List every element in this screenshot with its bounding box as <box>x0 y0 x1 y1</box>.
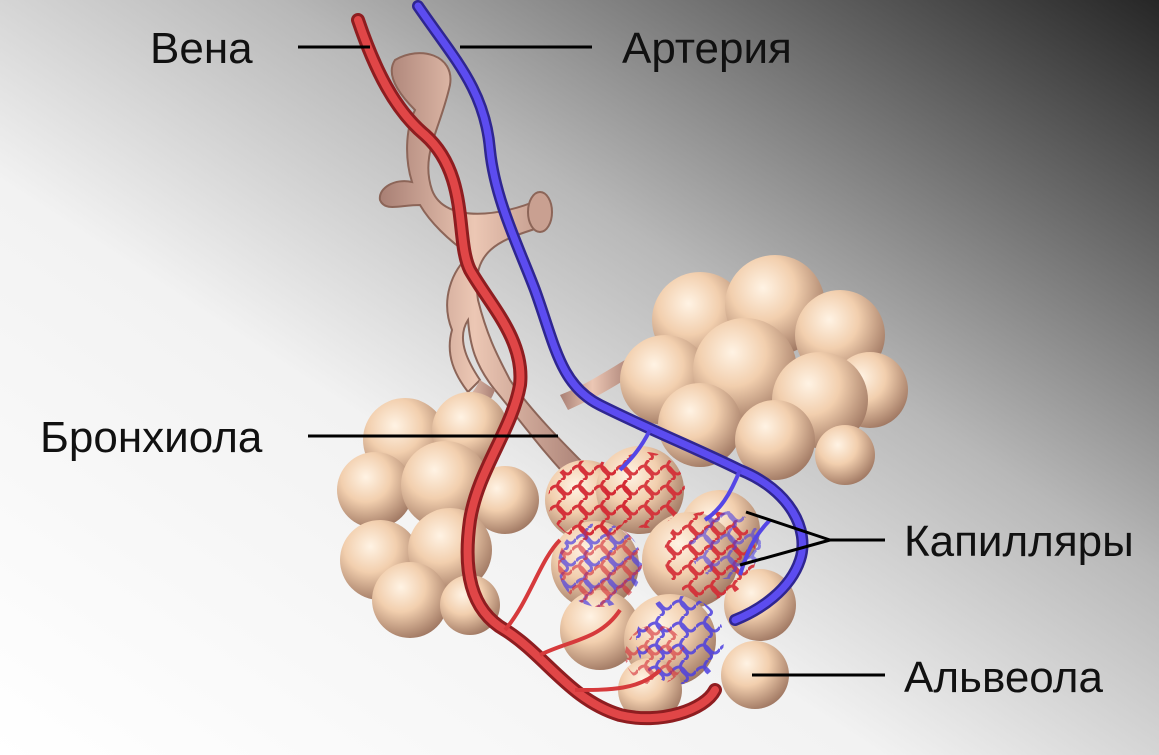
label-bronchiole: Бронхиола <box>40 413 263 462</box>
label-alveolus: Альвеола <box>904 653 1103 702</box>
label-artery: Артерия <box>622 24 792 73</box>
bronchiole-branch-opening <box>528 192 552 232</box>
label-vein: Вена <box>150 24 253 73</box>
label-capillaries: Капилляры <box>904 517 1134 566</box>
